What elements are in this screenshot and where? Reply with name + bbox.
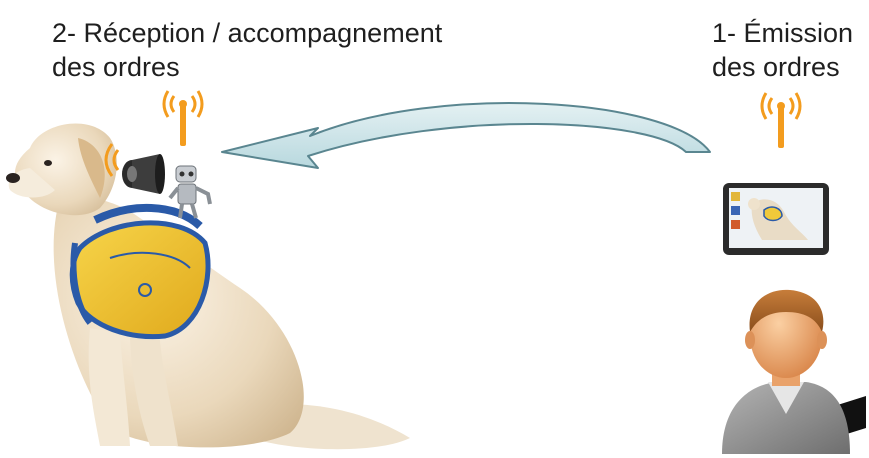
loudspeaker-icon [120,152,166,196]
person-icon [716,288,866,454]
signal-waves-icon [96,140,120,180]
robot-icon [166,164,214,222]
tablet-icon [722,182,830,258]
reception-label: 2- Réception / accompagnement des ordres [52,16,442,84]
antenna-icon [758,90,804,152]
reception-label-line2: des ordres [52,50,442,84]
emission-label: 1- Émission des ordres [712,16,853,84]
emission-label-line2: des ordres [712,50,853,84]
emission-label-line1: 1- Émission [712,16,853,50]
reception-label-line1: 2- Réception / accompagnement [52,16,442,50]
dog-with-bag-icon [0,108,420,458]
